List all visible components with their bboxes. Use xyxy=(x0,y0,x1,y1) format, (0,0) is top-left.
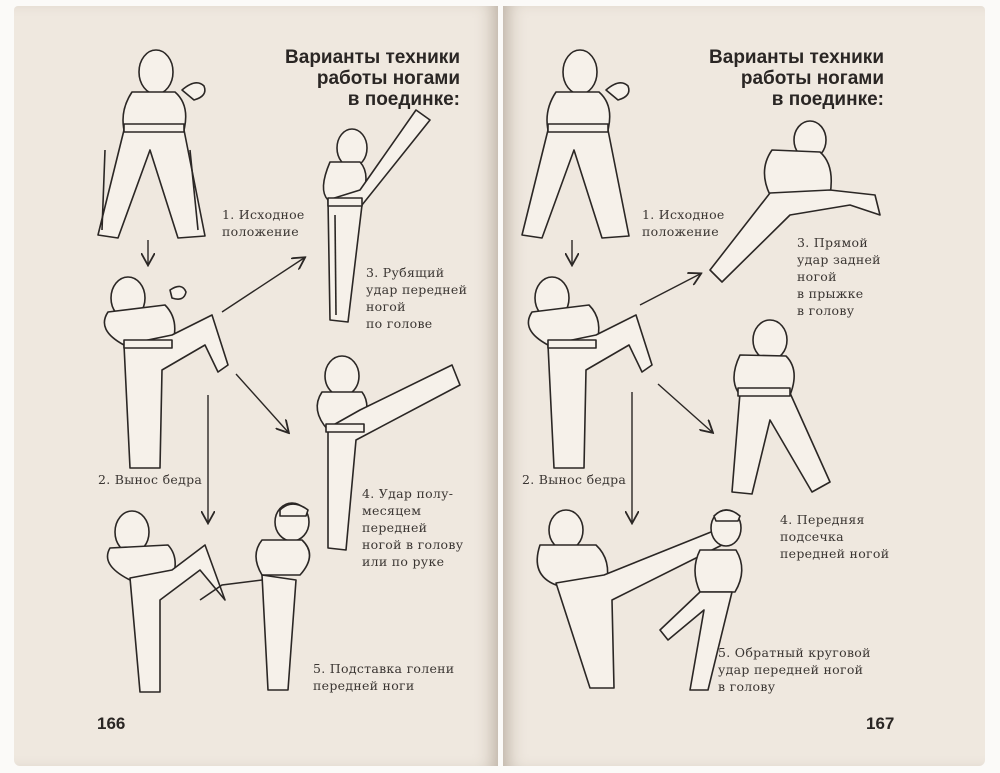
right-page-number: 167 xyxy=(866,714,895,733)
left-caption-step3: 3. Рубящий удар передней ногой по голове xyxy=(366,264,467,332)
caption-line: передней xyxy=(362,520,428,535)
figure-stance-left xyxy=(97,49,206,239)
right-caption-step2: 2. Вынос бедра xyxy=(522,471,626,488)
figure-stance-right xyxy=(521,49,630,239)
left-caption-step2: 2. Вынос бедра xyxy=(98,471,202,488)
left-caption-step5: 5. Подставка голени передней ноги xyxy=(313,660,454,694)
right-caption-step1: 1. Исходное положение xyxy=(642,206,725,240)
caption-line: 2. Вынос бедра xyxy=(98,472,203,487)
figure-reverse-roundhouse xyxy=(536,509,743,691)
figure-hip-raise-left xyxy=(103,276,229,469)
figure-crescent-kick xyxy=(316,355,461,551)
title-line: Варианты техники xyxy=(285,47,460,68)
caption-line: в голову xyxy=(797,303,855,318)
caption-line: 3. Прямой xyxy=(797,235,868,250)
caption-line: 5. Обратный круговой xyxy=(718,645,871,660)
caption-line: передней ногой xyxy=(780,546,890,561)
arrows-right xyxy=(572,240,712,522)
caption-line: 1. Исходное xyxy=(222,207,305,222)
caption-line: удар передней ногой xyxy=(718,662,864,677)
figure-axe-kick xyxy=(322,109,431,323)
title-line: Варианты техники xyxy=(709,47,884,68)
left-caption-step4: 4. Удар полу- месяцем передней ногой в г… xyxy=(362,485,463,570)
caption-line: в прыжке xyxy=(797,286,864,301)
title-line: работы ногами xyxy=(740,68,884,89)
caption-line: 4. Удар полу- xyxy=(362,486,454,501)
caption-line: в голову xyxy=(718,679,776,694)
arrows-left xyxy=(148,240,304,522)
title-line: в поединке: xyxy=(347,89,460,110)
figure-front-sweep xyxy=(731,319,831,495)
title-line: в поединке: xyxy=(771,89,884,110)
caption-line: удар задней xyxy=(797,252,881,267)
caption-line: положение xyxy=(222,224,299,239)
caption-line: подсечка xyxy=(780,529,844,544)
caption-line: передней ноги xyxy=(313,678,415,693)
caption-line: ногой xyxy=(797,269,837,284)
caption-line: 2. Вынос бедра xyxy=(522,472,627,487)
caption-line: ногой в голову xyxy=(362,537,464,552)
caption-line: месяцем xyxy=(362,503,422,518)
caption-line: 4. Передняя xyxy=(780,512,865,527)
caption-line: положение xyxy=(642,224,719,239)
caption-line: ногой xyxy=(366,299,406,314)
caption-line: 3. Рубящий xyxy=(366,265,445,280)
right-caption-step3: 3. Прямой удар задней ногой в прыжке в г… xyxy=(797,234,881,319)
caption-line: или по руке xyxy=(362,554,445,569)
title-line: работы ногами xyxy=(316,68,460,89)
right-caption-step5: 5. Обратный круговой удар передней ногой… xyxy=(718,644,871,695)
right-caption-step4: 4. Передняя подсечка передней ногой xyxy=(780,511,889,562)
left-page-title: Варианты техники работы ногами в поединк… xyxy=(285,47,460,110)
caption-line: 1. Исходное xyxy=(642,207,725,222)
figure-hip-raise-right xyxy=(527,276,653,469)
caption-line: 5. Подставка голени xyxy=(313,661,455,676)
caption-line: удар передней xyxy=(366,282,468,297)
figure-jump-kick xyxy=(709,120,881,283)
caption-line: по голове xyxy=(366,316,433,331)
left-page-number: 166 xyxy=(97,714,126,733)
right-page-title: Варианты техники работы ногами в поединк… xyxy=(709,47,884,110)
figure-shin-block xyxy=(106,502,311,693)
left-caption-step1: 1. Исходное положение xyxy=(222,206,305,240)
